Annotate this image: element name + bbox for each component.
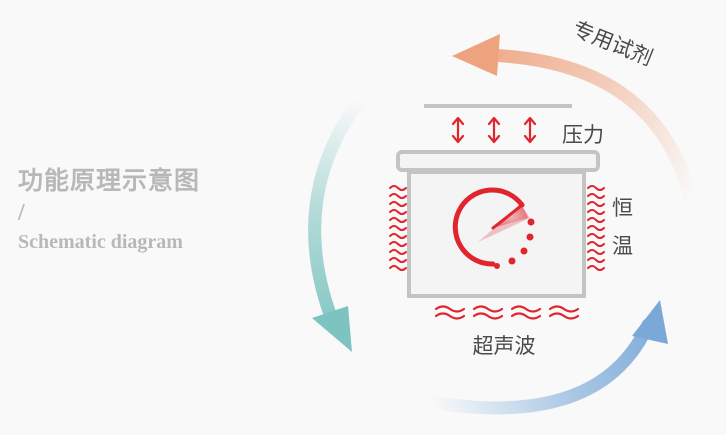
- pressure-arrow-1: [451, 116, 465, 144]
- label-temp-2: 温: [612, 234, 633, 258]
- title-english: Schematic diagram: [18, 231, 183, 253]
- heat-waves-left: [389, 185, 407, 271]
- cycle-arrow-teal: [308, 93, 367, 352]
- title-chinese: 功能原理示意图: [18, 166, 201, 195]
- title-separator: /: [18, 200, 25, 226]
- gauge-icon: [452, 187, 535, 269]
- heat-waves-right: [587, 185, 605, 271]
- device-lid: [396, 150, 600, 172]
- label-pressure: 压力: [562, 123, 604, 147]
- cycle-arrow-orange: [452, 34, 699, 212]
- label-ultrasound: 超声波: [473, 334, 536, 358]
- cycle-arrow-blue: [423, 300, 668, 415]
- pressure-arrows: [451, 116, 537, 144]
- pressure-arrow-3: [523, 116, 537, 144]
- ultrasound-waves: [434, 305, 580, 320]
- label-reagent: 专用试剂: [569, 17, 656, 71]
- title-block: 功能原理示意图 / Schematic diagram: [18, 164, 200, 256]
- label-temp-1: 恒: [612, 196, 633, 220]
- pressure-arrow-2: [487, 116, 501, 144]
- pressure-plate: [424, 104, 572, 108]
